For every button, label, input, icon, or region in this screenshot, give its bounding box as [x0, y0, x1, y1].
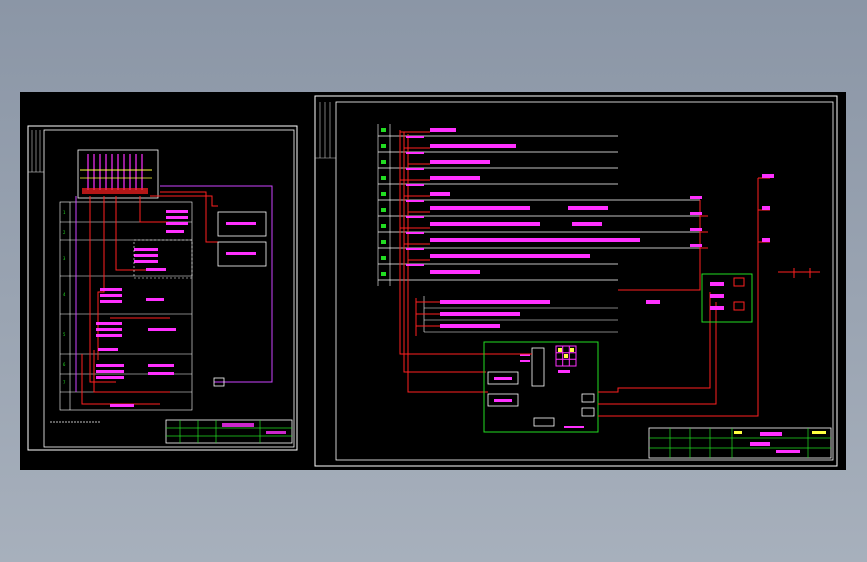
- sheet-right-inner-frame: [335, 101, 834, 461]
- sheet-left-outer-frame: [27, 125, 298, 451]
- svg-text:7: 7: [63, 380, 66, 385]
- svg-text:4: 4: [63, 292, 66, 297]
- sheet-right-title-block: [648, 427, 832, 459]
- feeder-row-lines: [378, 135, 700, 281]
- left-dashed-enclosure: [133, 239, 193, 279]
- sheet-left-inner-frame: [43, 129, 295, 448]
- svg-text:6: 6: [63, 362, 66, 367]
- left-panel-row-markers: 1 2 3 4 5 6 7: [63, 210, 66, 385]
- cad-drawing-viewport[interactable]: 1 2 3 4 5 6 7: [20, 92, 846, 470]
- lower-feeder-group: [415, 296, 660, 336]
- sheet-left-margin-grid: [28, 130, 44, 173]
- electrical-schematic-canvas: 1 2 3 4 5 6 7: [27, 95, 838, 467]
- feeder-labels: [406, 136, 424, 266]
- sheet-right-margin-grid: [315, 102, 336, 159]
- sheet-left-title-block: [165, 419, 293, 444]
- left-external-boxes: [217, 211, 267, 267]
- svg-text:5: 5: [63, 332, 66, 337]
- control-grid-module: [555, 345, 577, 367]
- feeder-devices: [430, 128, 640, 274]
- terminal-box-right: [701, 273, 753, 323]
- sheet-right-outer-frame: [314, 95, 838, 467]
- left-device-clusters: [96, 210, 188, 407]
- feeder-row-markers: [381, 128, 386, 276]
- control-panel-box: [483, 341, 599, 433]
- sheet-right: [314, 95, 838, 467]
- svg-text:1: 1: [63, 210, 66, 215]
- right-red-wiring: [486, 177, 820, 417]
- distribution-cabinet-top: [77, 149, 159, 199]
- right-end-devices: [690, 174, 774, 247]
- left-panel-sections: [59, 201, 193, 411]
- sheet-left: 1 2 3 4 5 6 7: [27, 125, 298, 451]
- left-red-wiring: [81, 191, 218, 405]
- svg-text:3: 3: [63, 256, 66, 261]
- svg-text:2: 2: [63, 230, 66, 235]
- right-main-feeders: [399, 130, 486, 393]
- left-bus-loop: [160, 185, 273, 383]
- feeder-rows: [377, 124, 391, 286]
